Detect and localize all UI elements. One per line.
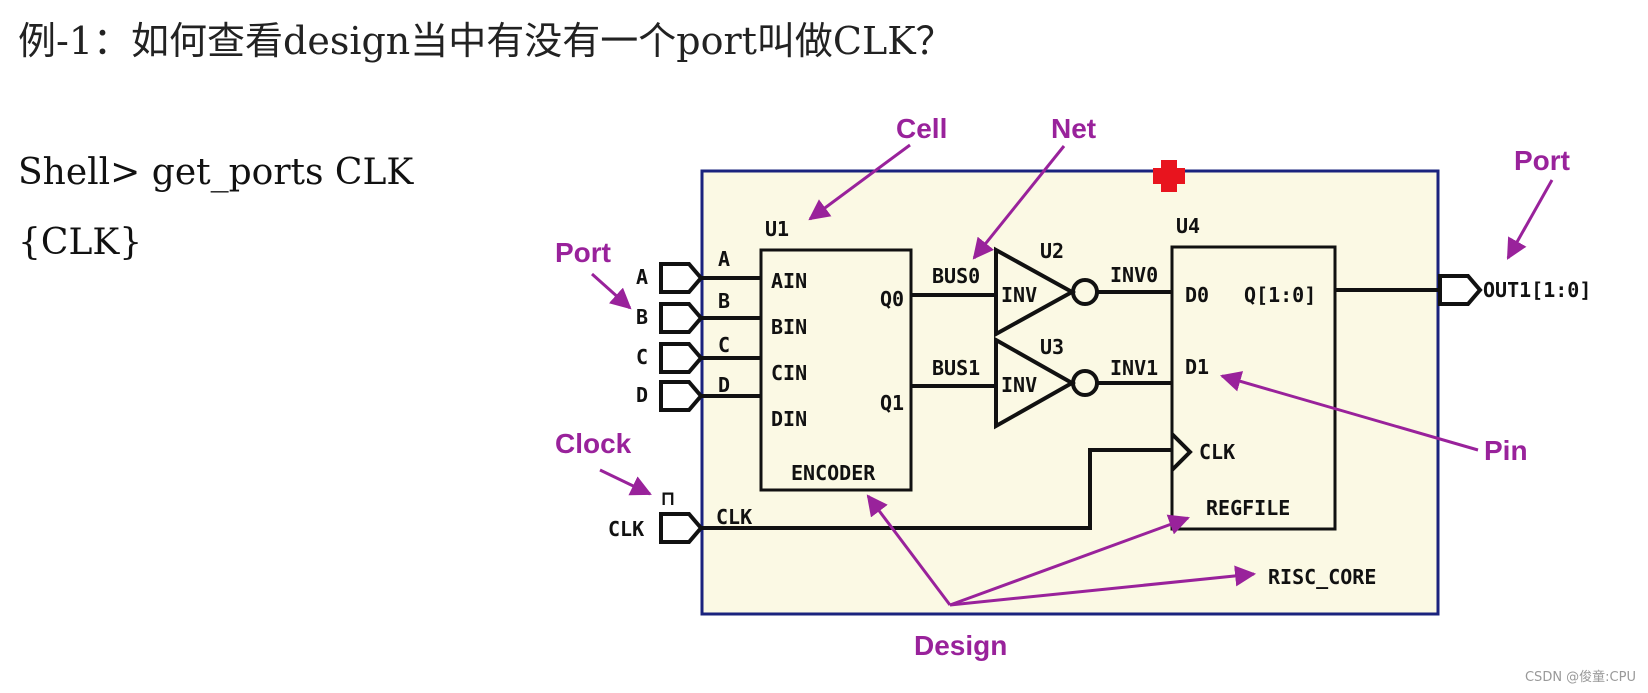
u4-name: U4 <box>1176 214 1200 238</box>
u1-type: ENCODER <box>791 461 876 485</box>
watermark: CSDN @俊童:CPU <box>1524 670 1636 685</box>
clock-wave-icon: ⊓ <box>662 486 674 510</box>
arrow-clock <box>599 468 652 496</box>
u4-pin-d1: D1 <box>1185 355 1209 379</box>
annotation-port-out: Port <box>1514 145 1570 176</box>
design-name: RISC_CORE <box>1268 565 1376 589</box>
cell-u4-regfile <box>1170 245 1337 531</box>
arrow-design-encoder <box>866 494 952 606</box>
net-c-label: C <box>718 333 730 357</box>
u2-type: INV <box>1001 283 1037 307</box>
shell-command: Shell> get_ports CLK <box>18 152 414 193</box>
red-cross-marker <box>1153 160 1185 192</box>
arrow-net <box>972 145 1066 260</box>
u3-name: U3 <box>1040 335 1064 359</box>
annotation-design: Design <box>914 630 1007 661</box>
u4-pin-clk: CLK <box>1199 440 1235 464</box>
port-b <box>659 302 704 334</box>
net-d-label: D <box>718 373 730 397</box>
annotation-pin: Pin <box>1484 435 1528 466</box>
net-inv0-label: INV0 <box>1110 263 1158 287</box>
port-b-label: B <box>636 305 648 329</box>
arrow-design-regfile <box>949 514 1190 607</box>
port-clk <box>659 512 704 544</box>
u3-type: INV <box>1001 373 1037 397</box>
port-d-label: D <box>636 383 648 407</box>
arrow-cell <box>808 143 911 221</box>
net-b-label: B <box>718 289 730 313</box>
u1-pin-q0: Q0 <box>880 287 904 311</box>
u1-pin-bin: BIN <box>771 315 807 339</box>
u1-pin-q1: Q1 <box>880 391 904 415</box>
u1-pin-cin: CIN <box>771 361 807 385</box>
u1-pin-din: DIN <box>771 407 807 431</box>
u4-pin-d0: D0 <box>1185 283 1209 307</box>
annotation-net: Net <box>1051 113 1096 144</box>
annotation-cell: Cell <box>896 113 947 144</box>
port-a <box>659 262 704 294</box>
port-a-label: A <box>636 265 648 289</box>
arrow-pin <box>1219 371 1479 452</box>
u1-name: U1 <box>765 217 789 241</box>
shell-result: {CLK} <box>18 222 143 263</box>
cell-u1-encoder <box>759 248 913 492</box>
u4-type: REGFILE <box>1206 496 1290 520</box>
u4-clk-triangle <box>1170 432 1193 472</box>
u4-pin-q: Q[1:0] <box>1244 283 1316 307</box>
port-d <box>659 380 704 412</box>
arrow-design-core <box>949 565 1257 607</box>
net-bus1-label: BUS1 <box>932 356 980 380</box>
arrow-port-out <box>1506 179 1554 260</box>
annotation-port-in: Port <box>555 237 611 268</box>
page-heading: 例-1：如何查看design当中有没有一个port叫做CLK？ <box>18 19 954 63</box>
net-clk-label: CLK <box>716 505 752 529</box>
net-inv1-label: INV1 <box>1110 356 1158 380</box>
port-out1-label: OUT1[1:0] <box>1483 278 1591 302</box>
u2-name: U2 <box>1040 239 1064 263</box>
port-c <box>659 342 704 374</box>
port-c-label: C <box>636 345 648 369</box>
net-bus0-label: BUS0 <box>932 264 980 288</box>
port-out1 <box>1438 274 1483 306</box>
annotation-clock: Clock <box>555 428 632 459</box>
arrow-port-in <box>590 272 632 310</box>
net-a-label: A <box>718 247 730 271</box>
u1-pin-ain: AIN <box>771 269 807 293</box>
port-clk-label: CLK <box>608 517 644 541</box>
